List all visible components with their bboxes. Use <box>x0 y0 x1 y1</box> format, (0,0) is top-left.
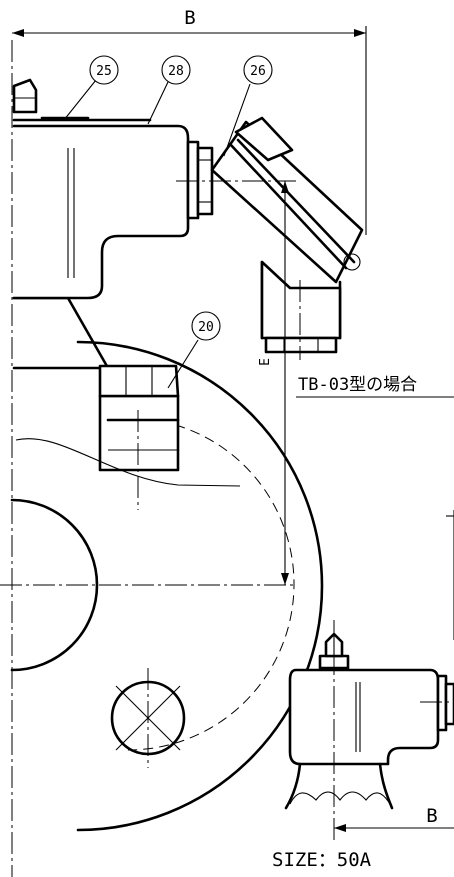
right-partial-view <box>446 510 454 640</box>
dimension-e-label: E <box>258 358 273 366</box>
dimension-e: E <box>258 181 289 585</box>
valve-neck <box>12 296 110 370</box>
callout-25-label: 25 <box>96 64 112 79</box>
dimension-b-top: B <box>12 7 367 235</box>
side-view-small <box>284 620 454 840</box>
flange-body <box>0 340 324 832</box>
callout-leaders <box>63 79 251 389</box>
size-label: SIZE：50A <box>272 849 372 871</box>
actuator-body <box>12 116 190 300</box>
callout-26-label: 26 <box>250 64 266 79</box>
variant-note: TB-03型の場合 <box>296 375 454 398</box>
dimension-b-bottom-label: B <box>426 805 437 827</box>
callout-25: 25 <box>89 55 119 85</box>
dimension-b-top-label: B <box>184 7 195 29</box>
top-cap <box>12 78 38 114</box>
callout-28: 28 <box>161 55 191 85</box>
bolt-boss <box>15 364 241 510</box>
callout-20: 20 <box>191 311 221 341</box>
terminal-head <box>210 116 364 360</box>
callout-26: 26 <box>243 55 273 85</box>
callout-28-label: 28 <box>168 64 184 79</box>
dimension-b-bottom: B <box>334 805 454 832</box>
variant-note-label: TB-03型の場合 <box>298 375 417 395</box>
callout-20-label: 20 <box>198 320 214 335</box>
cable-gland <box>186 140 214 220</box>
